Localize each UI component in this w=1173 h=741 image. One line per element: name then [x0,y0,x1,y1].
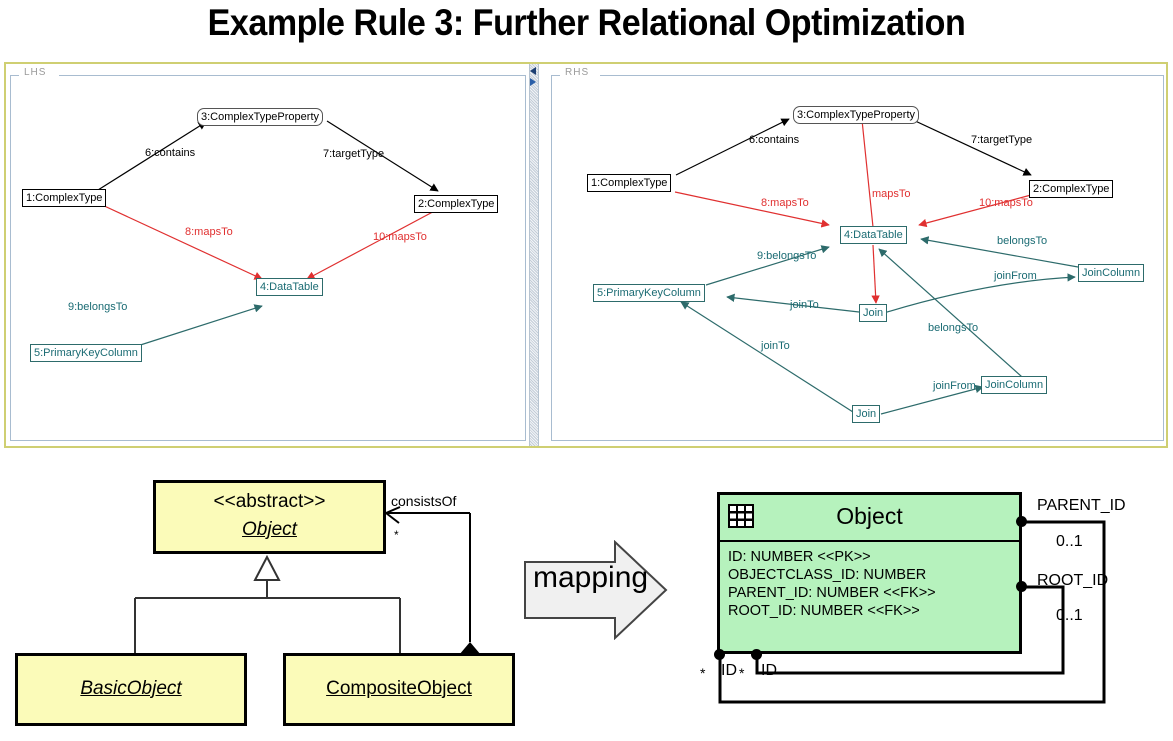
fk-connector-layer [718,520,1106,704]
fk-mult-bottom-2: * [739,665,745,681]
page-title: Example Rule 3: Further Relational Optim… [207,2,966,43]
lhs-node-complextype-1[interactable]: 1:ComplexType [22,189,107,207]
fk-endpoint-parent [1016,516,1027,527]
table-column: ROOT_ID: NUMBER <<FK>> [728,603,920,619]
lhs-panel-frame [10,75,526,441]
rhs-edge-label-targettype: 7:targetType [971,134,1033,146]
lhs-node-datatable[interactable]: 4:DataTable [256,278,323,296]
table-column-list: ID: NUMBER <<PK>> OBJECTCLASS_ID: NUMBER… [720,542,1019,620]
collapse-right-icon[interactable] [530,78,536,86]
fk-endpoint-id-1 [714,649,725,660]
rhs-edge-label-jointo-b: joinTo [761,340,790,352]
collapse-left-icon[interactable] [530,67,536,75]
rhs-edge-label-mapsto-8: 8:mapsTo [761,197,809,209]
uml-connector-layer [134,506,481,668]
rhs-node-complextype-1[interactable]: 1:ComplexType [587,174,672,192]
rule-editor-frame: LHS [4,62,1168,448]
uml-assoc-multiplicity: * [394,528,399,542]
rhs-edge-label-joinfrom-b: joinFrom [933,380,976,392]
lhs-edge-label-mapsto-10: 10:mapsTo [373,231,427,243]
fk-label-bottom-id-2: ID [761,662,777,679]
rhs-edge-label-mapsto: mapsTo [872,188,911,200]
fk-mult-root: 0..1 [1056,607,1083,624]
lhs-edge-label-contains: 6:contains [145,147,196,159]
split-divider-track[interactable] [529,64,539,446]
table-header: Object [720,495,1019,542]
lhs-edge-label-belongsto: 9:belongsTo [68,301,128,313]
rhs-edge-label-mapsto-10: 10:mapsTo [979,197,1033,209]
rhs-node-joincolumn-1[interactable]: JoinColumn [1078,264,1145,282]
relational-table-object[interactable]: Object ID: NUMBER <<PK>> OBJECTCLASS_ID:… [717,492,1022,654]
table-column: OBJECTCLASS_ID: NUMBER [728,567,927,583]
rhs-node-join-1[interactable]: Join [859,304,888,322]
lhs-edge-layer [97,120,443,349]
fk-label-bottom-id-1: ID [721,662,737,679]
table-column: PARENT_ID: NUMBER <<FK>> [728,585,936,601]
rhs-edge-label-contains: 6:contains [749,134,800,146]
rhs-edge-layer [674,118,1079,415]
mapping-arrow-shape [524,540,668,640]
uml-compositeobject-name: CompositeObject [326,678,472,699]
lhs-edge-label-targettype: 7:targetType [323,148,385,160]
lhs-node-complextype-2[interactable]: 2:ComplexType [414,195,499,213]
uml-class-compositeobject[interactable]: CompositeObject [283,653,515,726]
uml-basicobject-name: BasicObject [80,678,182,699]
lhs-graph-panel[interactable]: LHS [10,67,526,443]
uml-object-name: Object [242,519,297,540]
rhs-node-primarykeycolumn[interactable]: 5:PrimaryKeyColumn [593,284,705,302]
rhs-edge-label-belongsto-b: belongsTo [928,322,979,334]
split-divider[interactable] [526,64,542,446]
fk-endpoint-root [1016,581,1027,592]
rhs-panel-frame [551,75,1164,441]
fk-mult-bottom-1: * [700,665,706,681]
lhs-node-complextypeproperty[interactable]: 3:ComplexTypeProperty [197,108,323,126]
rhs-edge-label-belongsto-a: belongsTo [997,235,1048,247]
fk-label-parent-id: PARENT_ID [1037,497,1126,514]
lhs-edge-label-mapsto-8: 8:mapsTo [185,226,233,238]
lhs-panel-title: LHS [21,67,50,78]
rhs-node-complextypeproperty[interactable]: 3:ComplexTypeProperty [793,106,919,124]
rhs-edge-label-joinfrom-a: joinFrom [994,270,1037,282]
rhs-graph-panel[interactable]: RHS [551,67,1164,443]
fk-label-root-id: ROOT_ID [1037,572,1109,589]
table-name: Object [836,503,903,529]
rhs-node-datatable[interactable]: 4:DataTable [840,226,907,244]
rhs-edge-label-belongsto-9: 9:belongsTo [757,250,817,262]
rhs-node-joincolumn-2[interactable]: JoinColumn [981,376,1048,394]
uml-object-stereotype: <<abstract>> [213,491,326,512]
uml-assoc-label-consistsof: consistsOf [391,493,457,509]
mapping-label: mapping [533,561,649,594]
rhs-panel-title: RHS [562,67,593,78]
uml-class-basicobject[interactable]: BasicObject [15,653,247,726]
rhs-node-complextype-2[interactable]: 2:ComplexType [1029,180,1114,198]
lhs-node-primarykeycolumn[interactable]: 5:PrimaryKeyColumn [30,344,142,362]
rhs-edge-label-jointo-a: joinTo [790,299,819,311]
table-column: ID: NUMBER <<PK>> [728,549,871,565]
table-grid-icon [728,504,754,528]
fk-endpoint-id-2 [751,649,762,660]
uml-class-object[interactable]: <<abstract>> Object [153,480,386,554]
rhs-node-join-2[interactable]: Join [852,405,881,423]
fk-mult-parent: 0..1 [1056,533,1083,550]
